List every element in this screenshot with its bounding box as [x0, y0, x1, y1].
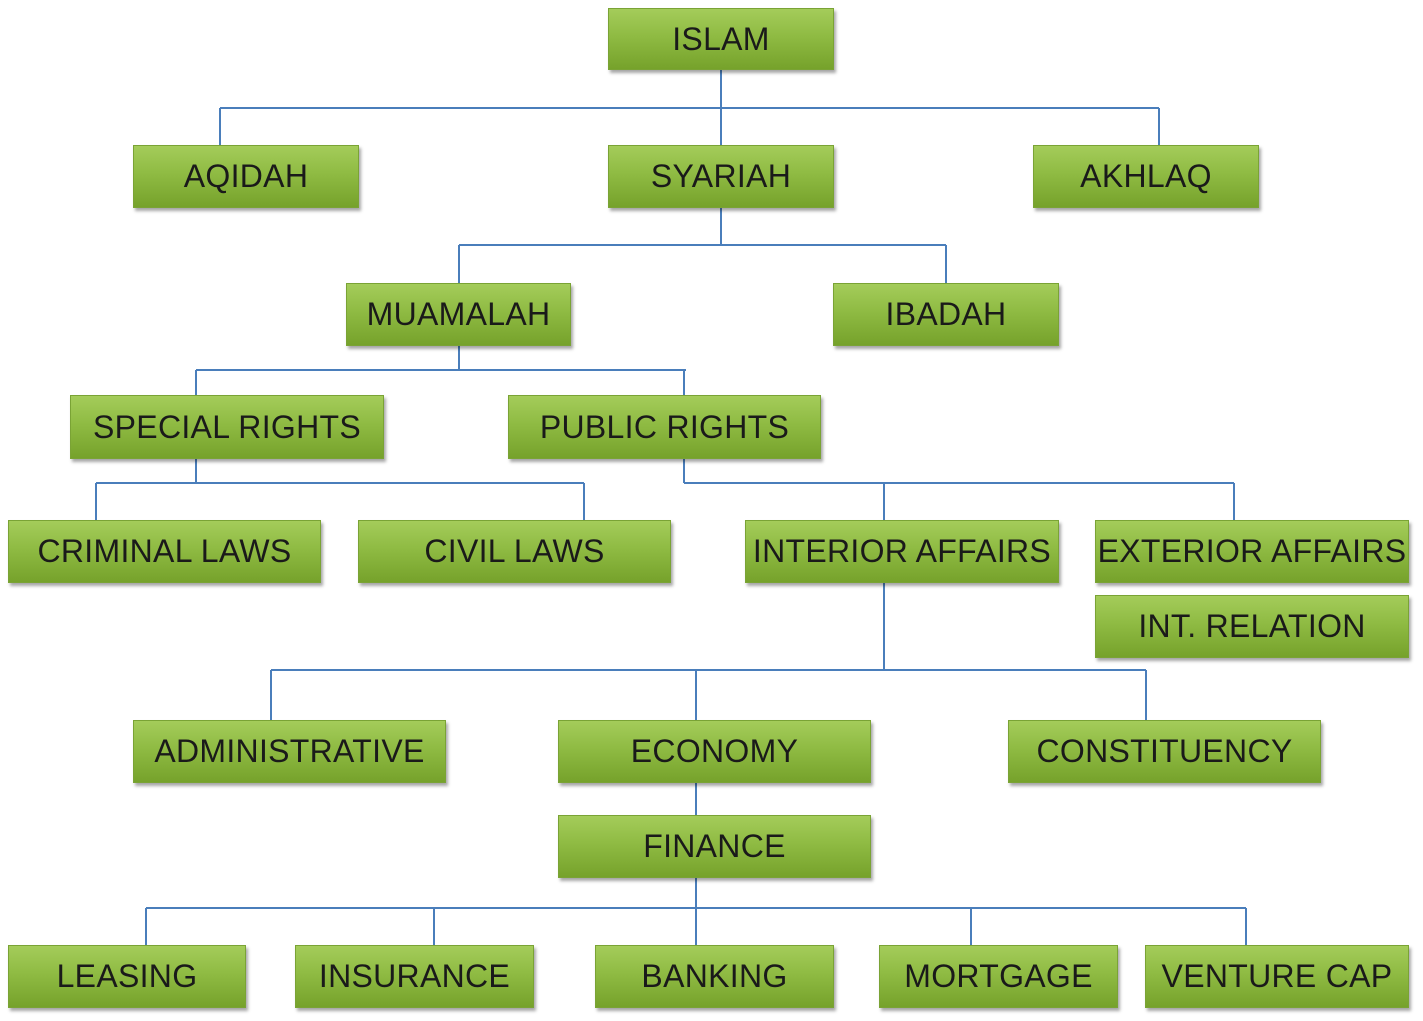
node-syariah: SYARIAH [608, 145, 834, 208]
node-muamalah: MUAMALAH [346, 283, 571, 346]
node-economy: ECONOMY [558, 720, 871, 783]
node-public-rights: PUBLIC RIGHTS [508, 395, 821, 459]
node-civil-laws: CIVIL LAWS [358, 520, 671, 583]
node-aqidah: AQIDAH [133, 145, 359, 208]
node-criminal-laws: CRIMINAL LAWS [8, 520, 321, 583]
node-interior-affairs: INTERIOR AFFAIRS [745, 520, 1059, 583]
node-constituency: CONSTITUENCY [1008, 720, 1321, 783]
node-leasing: LEASING [8, 945, 246, 1008]
node-special-rights: SPECIAL RIGHTS [70, 395, 384, 459]
node-akhlaq: AKHLAQ [1033, 145, 1259, 208]
node-insurance: INSURANCE [295, 945, 534, 1008]
node-banking: BANKING [595, 945, 834, 1008]
node-finance: FINANCE [558, 815, 871, 878]
node-exterior-affairs: EXTERIOR AFFAIRS [1095, 520, 1409, 583]
node-islam: ISLAM [608, 8, 834, 70]
node-mortgage: MORTGAGE [879, 945, 1118, 1008]
node-venture-cap: VENTURE CAP [1145, 945, 1409, 1008]
node-administrative: ADMINISTRATIVE [133, 720, 446, 783]
node-int-relation: INT. RELATION [1095, 595, 1409, 658]
node-ibadah: IBADAH [833, 283, 1059, 346]
